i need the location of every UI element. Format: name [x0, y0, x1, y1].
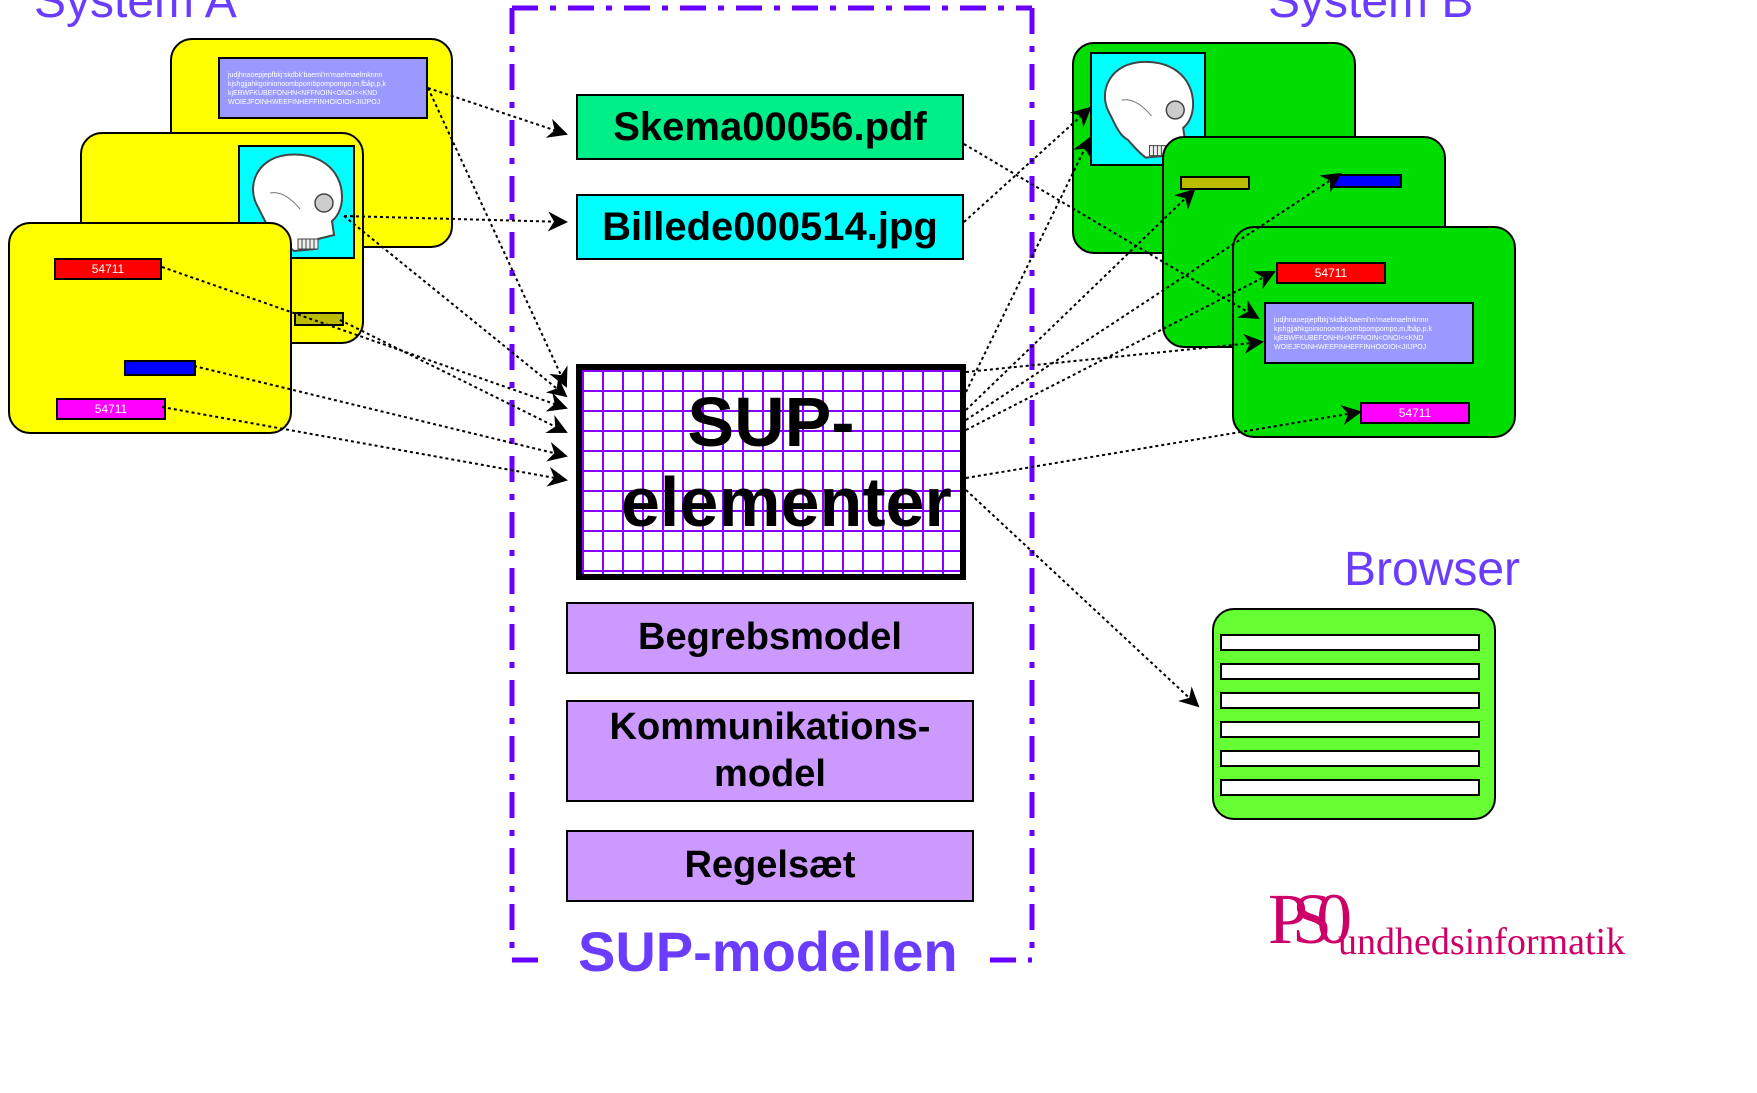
- text-field-b: judjhnaoepjepfbkj'skdbk'baeml'm'maelmael…: [1264, 302, 1474, 364]
- browser-line: [1220, 750, 1480, 767]
- logo-text: undhedsinformatik: [1338, 921, 1626, 963]
- pink-field: 54711: [56, 398, 166, 420]
- olive-field-b: [1180, 176, 1250, 190]
- system-b-card-front: 54711 judjhnaoepjepfbkj'skdbk'baeml'm'ma…: [1232, 226, 1516, 438]
- red-field-b: 54711: [1276, 262, 1386, 284]
- text-field-content: judjhnaoepjepfbkj'skdbk'baeml'm'maelmael…: [228, 72, 386, 106]
- browser-window-icon: [1212, 608, 1496, 820]
- text-field: judjhnaoepjepfbkj'skdbk'baeml'm'maelmael…: [218, 57, 428, 119]
- system-b-heading: System B: [1268, 0, 1474, 28]
- pink-field-b-value: 54711: [1398, 406, 1432, 420]
- red-field-b-value: 54711: [1314, 266, 1348, 280]
- kommunikationsmodel-label: Kommunikations-model: [609, 705, 931, 796]
- browser-line: [1220, 663, 1480, 680]
- system-a-card-front: 54711 54711: [8, 222, 292, 434]
- sup-modellen-label: SUP-modellen: [578, 920, 958, 983]
- browser-line: [1220, 692, 1480, 709]
- blue-field: [124, 360, 196, 376]
- sup-elements-label: SUP-elementer: [621, 382, 952, 542]
- sundhedsinformatik-logo: PS0 undhedsinformatik: [1268, 879, 1757, 986]
- regelsaet-box: Regelsæt: [566, 830, 974, 902]
- kommunikationsmodel-box: Kommunikations-model: [566, 700, 974, 802]
- pink-field-b: 54711: [1360, 402, 1470, 424]
- browser-heading: Browser: [1344, 543, 1521, 596]
- text-field-b-content: judjhnaoepjepfbkj'skdbk'baeml'm'maelmael…: [1274, 317, 1432, 351]
- system-a-heading: System A: [34, 0, 237, 28]
- browser-line: [1220, 721, 1480, 738]
- logo-mark: PS0: [1268, 879, 1352, 959]
- red-field: 54711: [54, 258, 162, 280]
- pink-field-value: 54711: [94, 402, 128, 416]
- red-field-value: 54711: [91, 262, 125, 276]
- begrebsmodel-box: Begrebsmodel: [566, 602, 974, 674]
- browser-line: [1220, 634, 1480, 651]
- jpg-file-box: Billede000514.jpg: [576, 194, 964, 260]
- sup-elements-box: SUP-elementer: [576, 364, 966, 580]
- pdf-file-box: Skema00056.pdf: [576, 94, 964, 160]
- browser-line: [1220, 779, 1480, 796]
- olive-field: [294, 312, 344, 326]
